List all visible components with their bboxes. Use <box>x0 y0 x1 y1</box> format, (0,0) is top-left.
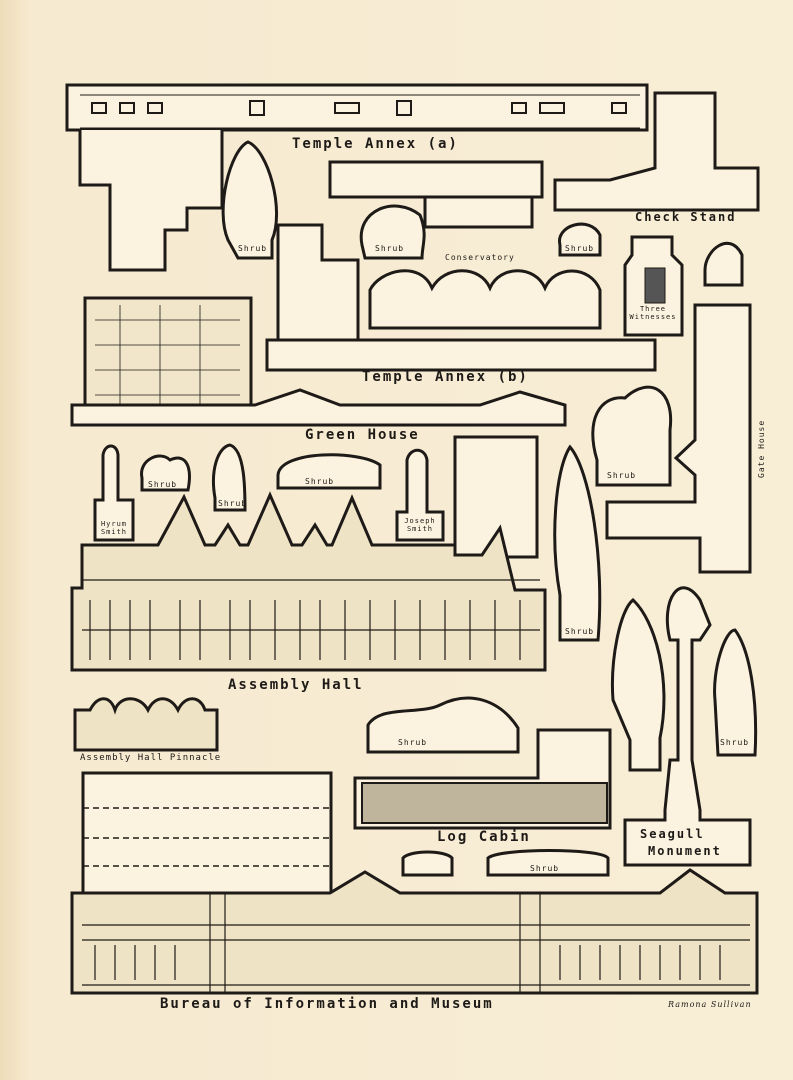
shrub-cutout <box>610 598 666 772</box>
check-stand-cutout <box>553 91 760 212</box>
shrub-cutout <box>703 241 744 287</box>
label-shrub: Shrub <box>305 477 335 486</box>
label-hyrum-smith: Hyrum Smith <box>100 520 128 536</box>
gate-house-cutout <box>605 303 752 574</box>
label-conservatory: Conservatory <box>445 253 515 262</box>
label-gate-house: Gate House <box>757 419 766 478</box>
assembly-hall-cutout <box>70 491 547 672</box>
hyrum-smith-statue <box>93 444 135 542</box>
label-temple-annex-b: Temple Annex (b) <box>362 369 529 385</box>
temple-annex-piece <box>328 160 544 199</box>
label-shrub: Shrub <box>720 738 750 747</box>
joseph-smith-statue <box>395 448 445 542</box>
shrub-cutout <box>276 453 382 490</box>
label-joseph-smith: Joseph Smith <box>404 517 436 533</box>
label-three-witnesses: Three Witnesses <box>629 305 677 321</box>
shrub-cutout <box>713 628 758 757</box>
shrub-cutout <box>486 849 610 877</box>
log-cabin-cutout <box>353 728 612 830</box>
label-shrub: Shrub <box>398 738 428 747</box>
shrub-cutout <box>366 696 520 754</box>
shrub-cutout <box>359 204 426 260</box>
shrub-cutout <box>558 222 602 257</box>
label-shrub: Shrub <box>565 244 595 253</box>
shrub-cutout <box>553 444 602 642</box>
label-log-cabin: Log Cabin <box>437 829 531 845</box>
label-check-stand: Check Stand <box>635 210 737 224</box>
label-bureau: Bureau of Information and Museum <box>160 996 494 1012</box>
shrub-cutout <box>591 385 673 487</box>
shrub-cutout <box>401 850 454 877</box>
label-shrub: Shrub <box>530 864 560 873</box>
label-shrub: Shrub <box>375 244 405 253</box>
seagull-monument-cutout <box>623 586 752 867</box>
label-monument: Monument <box>648 844 722 858</box>
label-seagull: Seagull <box>640 827 705 841</box>
assembly-hall-pinnacle-cutout <box>73 697 219 752</box>
artist-signature: Ramona Sullivan <box>668 1000 752 1009</box>
bureau-of-information-cutout <box>70 771 759 995</box>
label-shrub: Shrub <box>565 627 595 636</box>
label-shrub: Shrub <box>238 244 268 253</box>
temple-annex-a-cutout <box>65 83 649 272</box>
label-assembly-hall-pinnacle: Assembly Hall Pinnacle <box>80 753 222 763</box>
label-assembly-hall: Assembly Hall <box>228 677 364 693</box>
green-house-cutout <box>70 296 567 427</box>
shrub-cutout <box>221 140 278 260</box>
label-shrub: Shrub <box>218 499 248 508</box>
conservatory-cutout <box>276 223 602 340</box>
label-green-house: Green House <box>305 427 420 443</box>
label-shrub: Shrub <box>607 471 637 480</box>
temple-annex-b-cutout <box>265 338 657 372</box>
label-temple-annex-a: Temple Annex (a) <box>292 136 459 152</box>
shrub-cutout <box>211 443 247 512</box>
shrub-cutout <box>140 454 191 492</box>
label-shrub: Shrub <box>148 480 178 489</box>
